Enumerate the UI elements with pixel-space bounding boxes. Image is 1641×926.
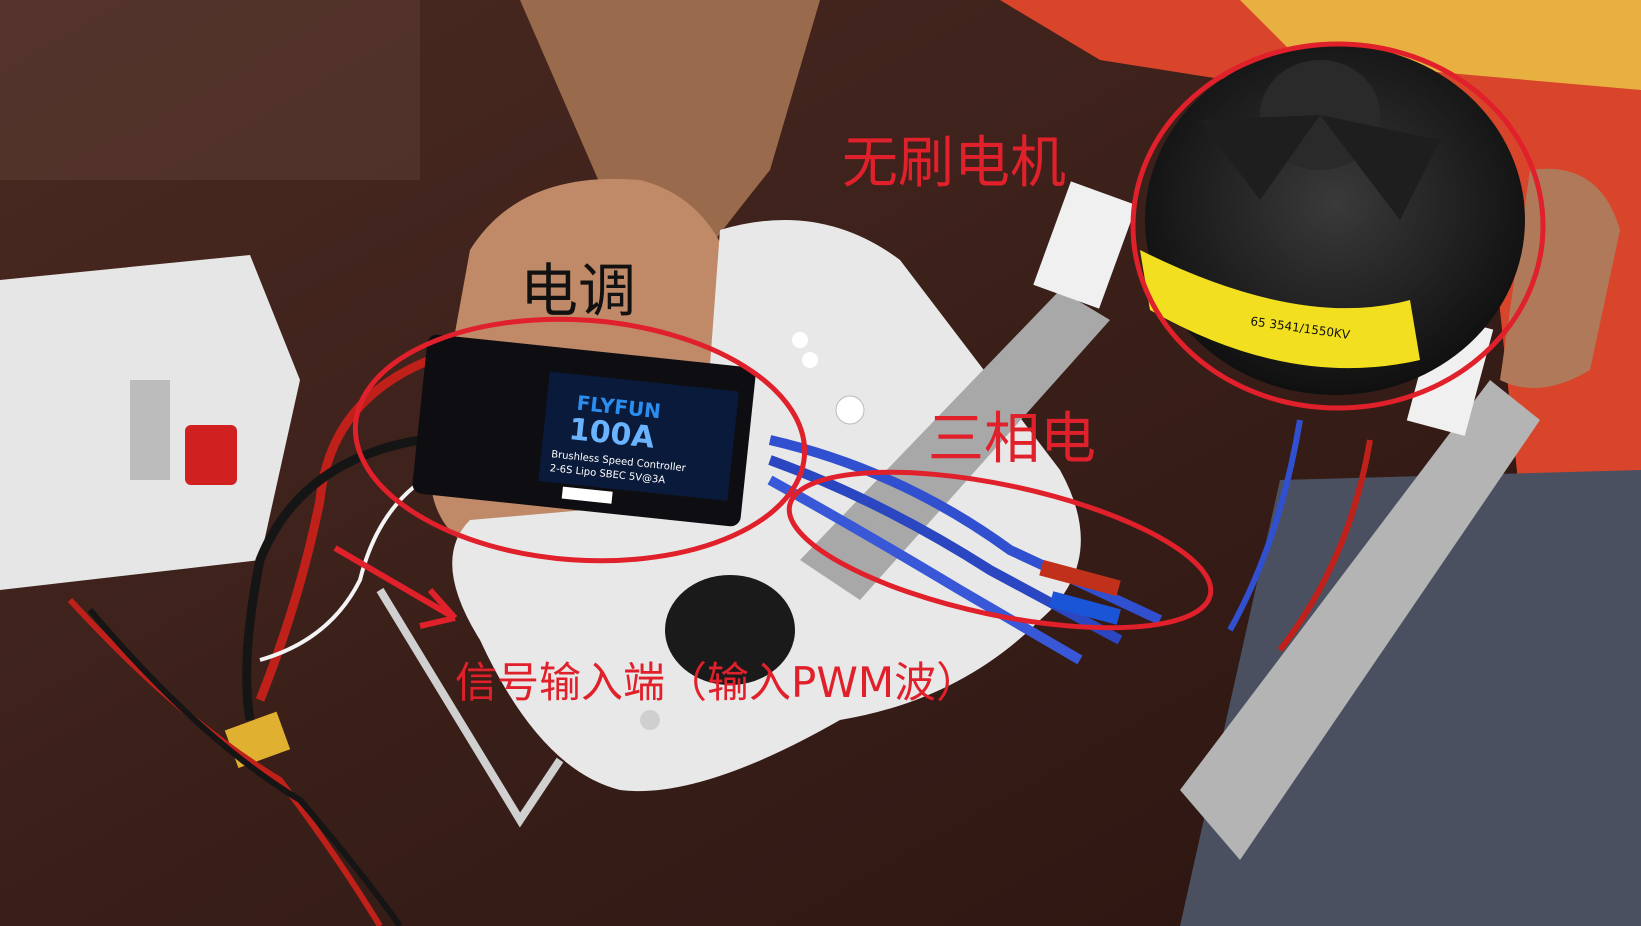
- esc-highlight-circle: [352, 316, 808, 564]
- bullet-connector: [1039, 559, 1121, 597]
- bullet-connector: [1049, 591, 1121, 625]
- motor-lead-red: [1277, 439, 1373, 652]
- esc-barcode: [561, 486, 613, 504]
- esc-module: FLYFUN 100A Brushless Speed Controller 2…: [412, 334, 756, 527]
- motor-highlight-circle: [1130, 41, 1546, 411]
- landing-gear: [376, 587, 564, 828]
- power-wire-black: [242, 435, 421, 721]
- drone-body: [452, 220, 1081, 792]
- signal-wire: [259, 468, 441, 662]
- extra-wires: [67, 597, 383, 926]
- battery-switch: [185, 425, 237, 485]
- hand-right: [1500, 168, 1620, 388]
- drone-screw: [640, 710, 660, 730]
- table-highlight: [0, 0, 420, 180]
- signal-arrow-head: [419, 588, 458, 629]
- motor-annotation-label: 无刷电机: [842, 131, 1066, 196]
- power-wire-red: [255, 355, 432, 702]
- aluminum-rail: [800, 290, 1110, 600]
- signal-input-annotation-label: 信号输入端（输入PWM波）: [455, 658, 979, 707]
- battery-vent: [130, 380, 170, 480]
- motor-lead-blue: [1227, 419, 1303, 632]
- arm: [520, 0, 820, 260]
- drone-gimbal-mount: [665, 575, 795, 685]
- signal-arrow: [333, 545, 457, 621]
- extra-wires: [87, 608, 403, 926]
- jeans: [1180, 470, 1641, 926]
- three-phase-annotation-label: 三相电: [928, 407, 1096, 472]
- mount-bracket: [1033, 181, 1137, 309]
- shirt-pattern: [1240, 0, 1641, 90]
- drone-button: [835, 395, 865, 425]
- esc-annotation-label: 电调: [520, 257, 637, 325]
- aluminum-rail: [1180, 380, 1540, 860]
- fan-blades: [1200, 115, 1440, 220]
- motor-warning-label: [1140, 250, 1420, 369]
- drone-led: [792, 332, 808, 348]
- drone-led: [802, 352, 818, 368]
- phase-wire-highlight-circle: [786, 469, 1214, 631]
